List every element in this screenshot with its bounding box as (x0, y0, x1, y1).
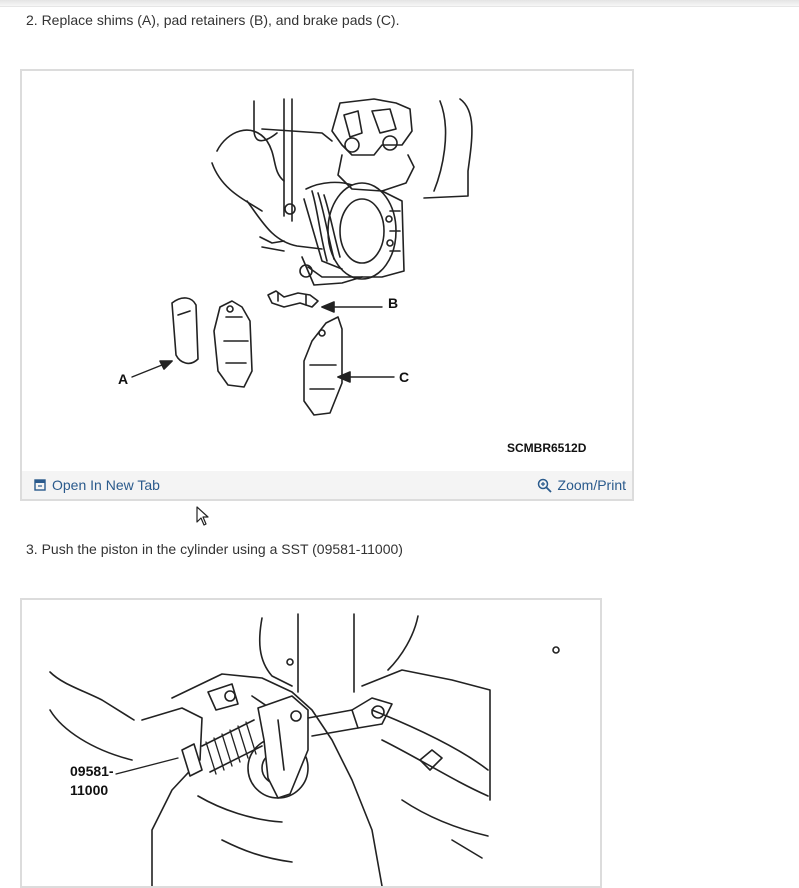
brake-assembly-illustration (131, 98, 473, 416)
open-new-tab-icon (34, 479, 46, 491)
figure-code: SCMBR6512D (507, 441, 587, 455)
label-b: B (388, 295, 399, 311)
figure-piston-push: 09581- 11000 (20, 598, 602, 888)
caliper-sst-illustration (49, 613, 560, 886)
top-bar (0, 0, 799, 7)
open-in-new-tab-link[interactable]: Open In New Tab (34, 477, 160, 493)
zoom-print-link[interactable]: Zoom/Print (537, 477, 626, 493)
label-a: A (118, 371, 129, 387)
step-2-text: 2. Replace shims (A), pad retainers (B),… (26, 12, 400, 28)
magnifier-plus-icon (537, 478, 552, 493)
open-in-new-tab-label: Open In New Tab (52, 477, 160, 493)
label-c: C (399, 369, 410, 385)
step-3-text: 3. Push the piston in the cylinder using… (26, 541, 403, 557)
mouse-cursor-icon (196, 506, 209, 526)
tool-number-line2: 11000 (70, 782, 109, 798)
zoom-print-label: Zoom/Print (557, 477, 626, 493)
figure-footer: Open In New Tab Zoom/Print (22, 471, 632, 499)
figure-brake-pad-replacement: B A C SCMBR6512D Open In New Tab Zoom/Pr… (20, 69, 634, 501)
tool-number-line1: 09581- (70, 763, 114, 779)
